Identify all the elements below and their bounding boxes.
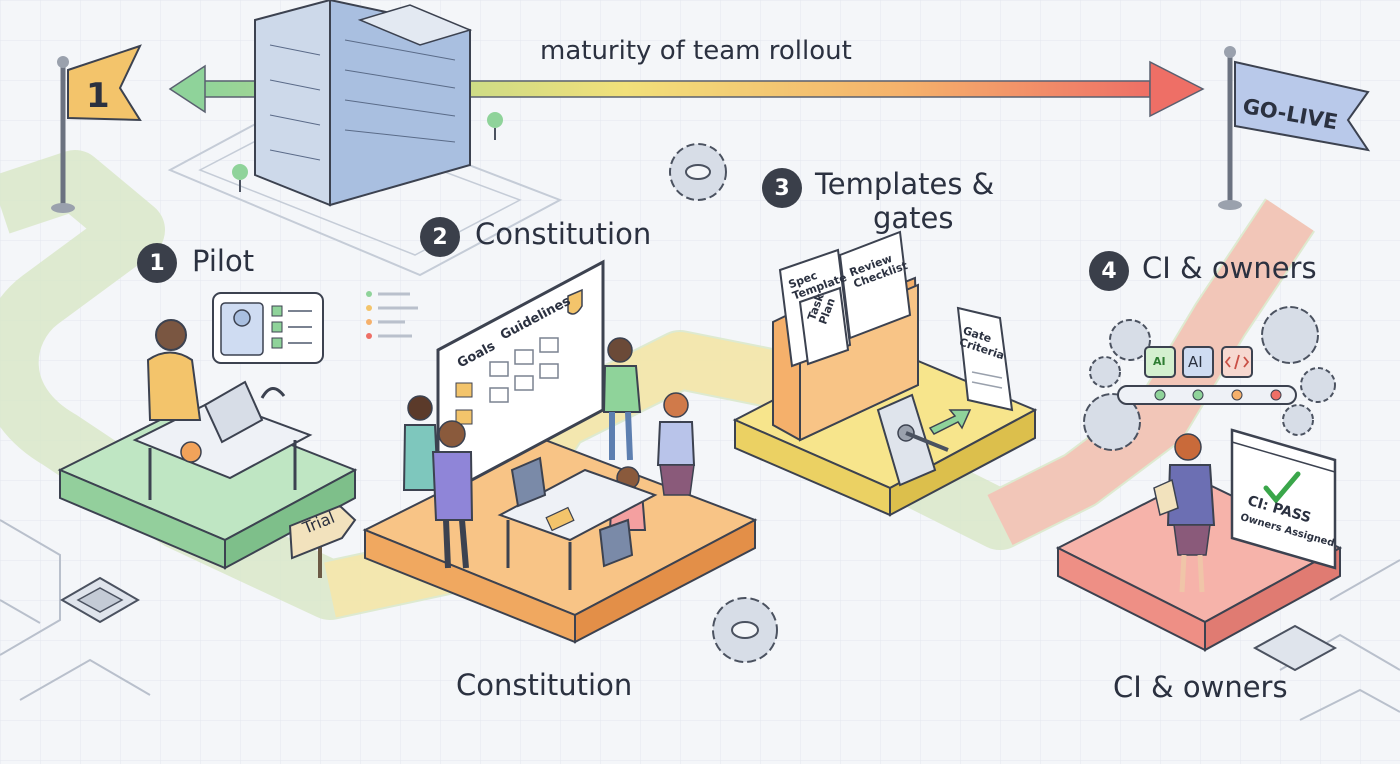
- trial-signpost: [288, 504, 357, 578]
- stage-2-badge: 2: [420, 217, 460, 257]
- pipeline-ai-small: AI: [1153, 355, 1166, 368]
- gear-icon-top: [669, 143, 727, 201]
- stage-3-badge: 3: [762, 168, 802, 208]
- stage-3-label: Templates &: [815, 167, 995, 201]
- chip-icon-left: [60, 576, 140, 624]
- arrow-right-icon: [928, 409, 972, 435]
- gate-criteria-document: [956, 306, 1014, 412]
- profile-card: [212, 292, 324, 364]
- stage-1-badge: 1: [137, 243, 177, 283]
- footer-constitution-label: Constitution: [456, 668, 633, 702]
- pilot-platform: [57, 319, 358, 570]
- maturity-label: maturity of team rollout: [540, 36, 852, 66]
- gate-lever: [876, 393, 949, 487]
- manager-person: [1153, 433, 1216, 593]
- stage-3-label-line2: gates: [873, 201, 954, 235]
- whiteboard: [436, 259, 605, 501]
- gear-icon-bottom: [712, 597, 778, 663]
- start-flag: [51, 44, 142, 213]
- office-building: [167, 0, 563, 277]
- stage-1-label: Pilot: [192, 244, 255, 278]
- bullet-list-icon: [366, 291, 418, 339]
- task-plan-document: [798, 286, 850, 366]
- stage-4-badge: 4: [1089, 251, 1129, 291]
- ci-status-panel: [1230, 428, 1337, 570]
- roadmap-path-end: [987, 199, 1314, 546]
- chip-icon-right: [1252, 624, 1338, 672]
- team-people: [402, 337, 696, 569]
- stage-4-label: CI & owners: [1142, 251, 1317, 285]
- meeting-table: [497, 456, 658, 590]
- review-checklist-document: [838, 230, 912, 340]
- stage-2-label: Constitution: [475, 217, 652, 251]
- pipeline-ai-badge: AI: [1188, 353, 1203, 371]
- start-flag-number: 1: [86, 76, 110, 116]
- goal-flag: [1218, 46, 1371, 210]
- pipeline-gears: [1083, 306, 1336, 451]
- footer-ci-owners-label: CI & owners: [1113, 670, 1288, 704]
- pipeline-track: [1117, 346, 1297, 405]
